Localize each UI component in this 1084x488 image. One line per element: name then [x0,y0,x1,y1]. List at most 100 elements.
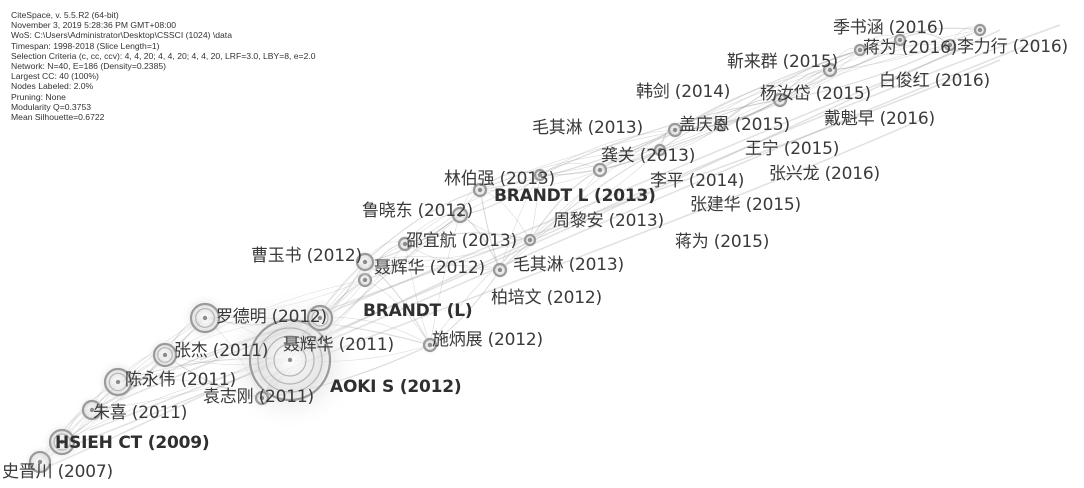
node-core[interactable] [362,259,368,265]
node-core[interactable] [402,241,408,247]
node-label-liping-2014[interactable]: 李平 (2014) [650,171,745,191]
node-label-niehuihua-2011[interactable]: 聂辉华 (2011) [283,335,394,355]
node-core[interactable] [497,267,503,273]
node-label-aoki-s-2012[interactable]: AOKI S (2012) [330,377,462,397]
node-label-maoqilin-2013-lower[interactable]: 毛其淋 (2013) [513,255,624,275]
node-label-caoyushu-2012[interactable]: 曹玉书 (2012) [251,246,362,266]
node-core[interactable] [947,42,953,48]
node-label-maoqilin-2013-upper[interactable]: 毛其淋 (2013) [532,118,643,138]
node-core[interactable] [362,277,368,283]
citation-edge [779,39,901,101]
node-ring [397,236,413,252]
node-core[interactable] [162,352,168,358]
node-label-jishuhan-2016[interactable]: 季书涵 (2016) [833,18,944,38]
citation-edge [829,29,981,71]
node-ring [157,347,173,363]
node-core[interactable] [597,167,603,173]
node-label-brandt-l[interactable]: BRANDT (L) [363,301,473,321]
node-core[interactable] [827,67,833,73]
node-core[interactable] [115,379,121,385]
node-core[interactable] [717,122,723,128]
node-ring [822,62,838,78]
node-ring [533,168,547,182]
node-core[interactable] [287,357,293,363]
node-label-chenyongwei-2011[interactable]: 陈永伟 (2011) [125,370,236,390]
node-ring [311,309,329,327]
node-core[interactable] [537,172,543,178]
info-largest-cc: Largest CC: 40 (100%) [11,71,99,82]
node-core[interactable] [657,147,663,153]
node-label-jiangwei-2016[interactable]: 蒋为 (2016) [863,38,958,58]
node-label-jinlaiqun-2015[interactable]: 靳来群 (2015) [727,52,838,72]
node-label-shijinchuan-2007[interactable]: 史晋川 (2007) [2,462,113,482]
node-label-hanjian-2014[interactable]: 韩剑 (2014) [636,82,731,102]
node-label-niehuihua-2012[interactable]: 聂辉华 (2012) [374,258,485,278]
node-ring [81,399,103,421]
node-label-daikuizao-2016[interactable]: 戴魁早 (2016) [824,109,935,129]
node-label-lilixing-2016[interactable]: 李力行 (2016) [957,37,1068,57]
node-label-wangning-2015[interactable]: 王宁 (2015) [745,139,840,159]
citation-edge [539,129,676,176]
node-ring [667,122,683,138]
node-core[interactable] [977,27,983,33]
node-core[interactable] [317,315,323,321]
node-label-yuanzhigang-2011[interactable]: 袁志刚 (2011) [203,387,314,407]
node-core[interactable] [259,395,265,401]
node-core[interactable] [857,47,863,53]
node-label-zhangjianhua-2015[interactable]: 张建华 (2015) [690,195,801,215]
node-label-baipeiwen-2012[interactable]: 柏培文 (2012) [491,288,602,308]
info-nodes-labeled: Nodes Labeled: 2.0% [11,81,94,92]
node-label-luxiaodong-2012[interactable]: 鲁晓东 (2012) [362,201,473,221]
node-ring [152,342,178,368]
node-ring [265,335,315,385]
citation-edge [674,69,831,131]
node-core[interactable] [527,237,533,243]
node-label-hsieh-ct-2009[interactable]: HSIEH CT (2009) [55,433,210,453]
node-ring [355,252,375,272]
node-core[interactable] [672,127,678,133]
node-label-zhangxinglong-2016[interactable]: 张兴龙 (2016) [769,164,880,184]
node-ring [195,308,215,328]
node-ring [853,43,867,57]
node-ring [451,206,469,224]
node-ring [713,118,727,132]
citation-edge [539,99,781,176]
node-core[interactable] [477,187,483,193]
citation-edge [859,44,951,56]
node-core[interactable] [89,407,95,413]
citation-edge [829,43,951,71]
node-label-gongguan-2013[interactable]: 龚关 (2013) [601,146,696,166]
node-core[interactable] [427,342,433,348]
info-selection-criteria: Selection Criteria (c, cc, ccv): 4, 4, 2… [11,50,316,61]
node-label-shaoyihang-2013[interactable]: 邵宜航 (2013) [406,231,517,251]
node-core[interactable] [897,37,903,43]
node-label-brandt-l-2013[interactable]: BRANDT L (2013) [494,186,656,206]
node-label-zhuxi-2011[interactable]: 朱喜 (2011) [93,403,188,423]
node-ring [273,343,307,377]
citation-edge [719,39,901,126]
info-pruning: Pruning: None [11,91,66,102]
node-label-shibingzhan-2012[interactable]: 施炳展 (2012) [432,330,543,350]
node-label-linboqiang-2013[interactable]: 林伯强 (2013) [444,169,555,189]
node-label-baijunhong-2016[interactable]: 白俊红 (2016) [879,71,990,91]
node-label-jiangwei-2015[interactable]: 蒋为 (2015) [675,232,770,252]
citation-edge [779,44,951,101]
node-label-luodeming-2012[interactable]: 罗德明 (2012) [216,307,327,327]
citation-edge [479,149,661,191]
node-label-zhangjie-2011[interactable]: 张杰 (2011) [174,341,269,361]
node-core[interactable] [37,459,43,465]
node-core[interactable] [202,315,208,321]
node-ring [28,450,52,474]
node-core[interactable] [59,439,65,445]
node-label-zhoulian-2013[interactable]: 周黎安 (2013) [553,211,664,231]
node-label-yangrudai-2015[interactable]: 杨汝岱 (2015) [760,84,871,104]
info-data-path: WoS: C:\Users\Administrator\Desktop\CSSC… [11,30,232,41]
node-core[interactable] [457,212,463,218]
citation-edge [479,169,601,191]
info-silhouette: Mean Silhouette=0.6722 [11,112,105,123]
node-core[interactable] [777,97,783,103]
node-label-gaiqingen-2015[interactable]: 盖庆恩 (2015) [679,115,790,135]
citation-edge [499,169,601,271]
node-ring [108,372,128,392]
